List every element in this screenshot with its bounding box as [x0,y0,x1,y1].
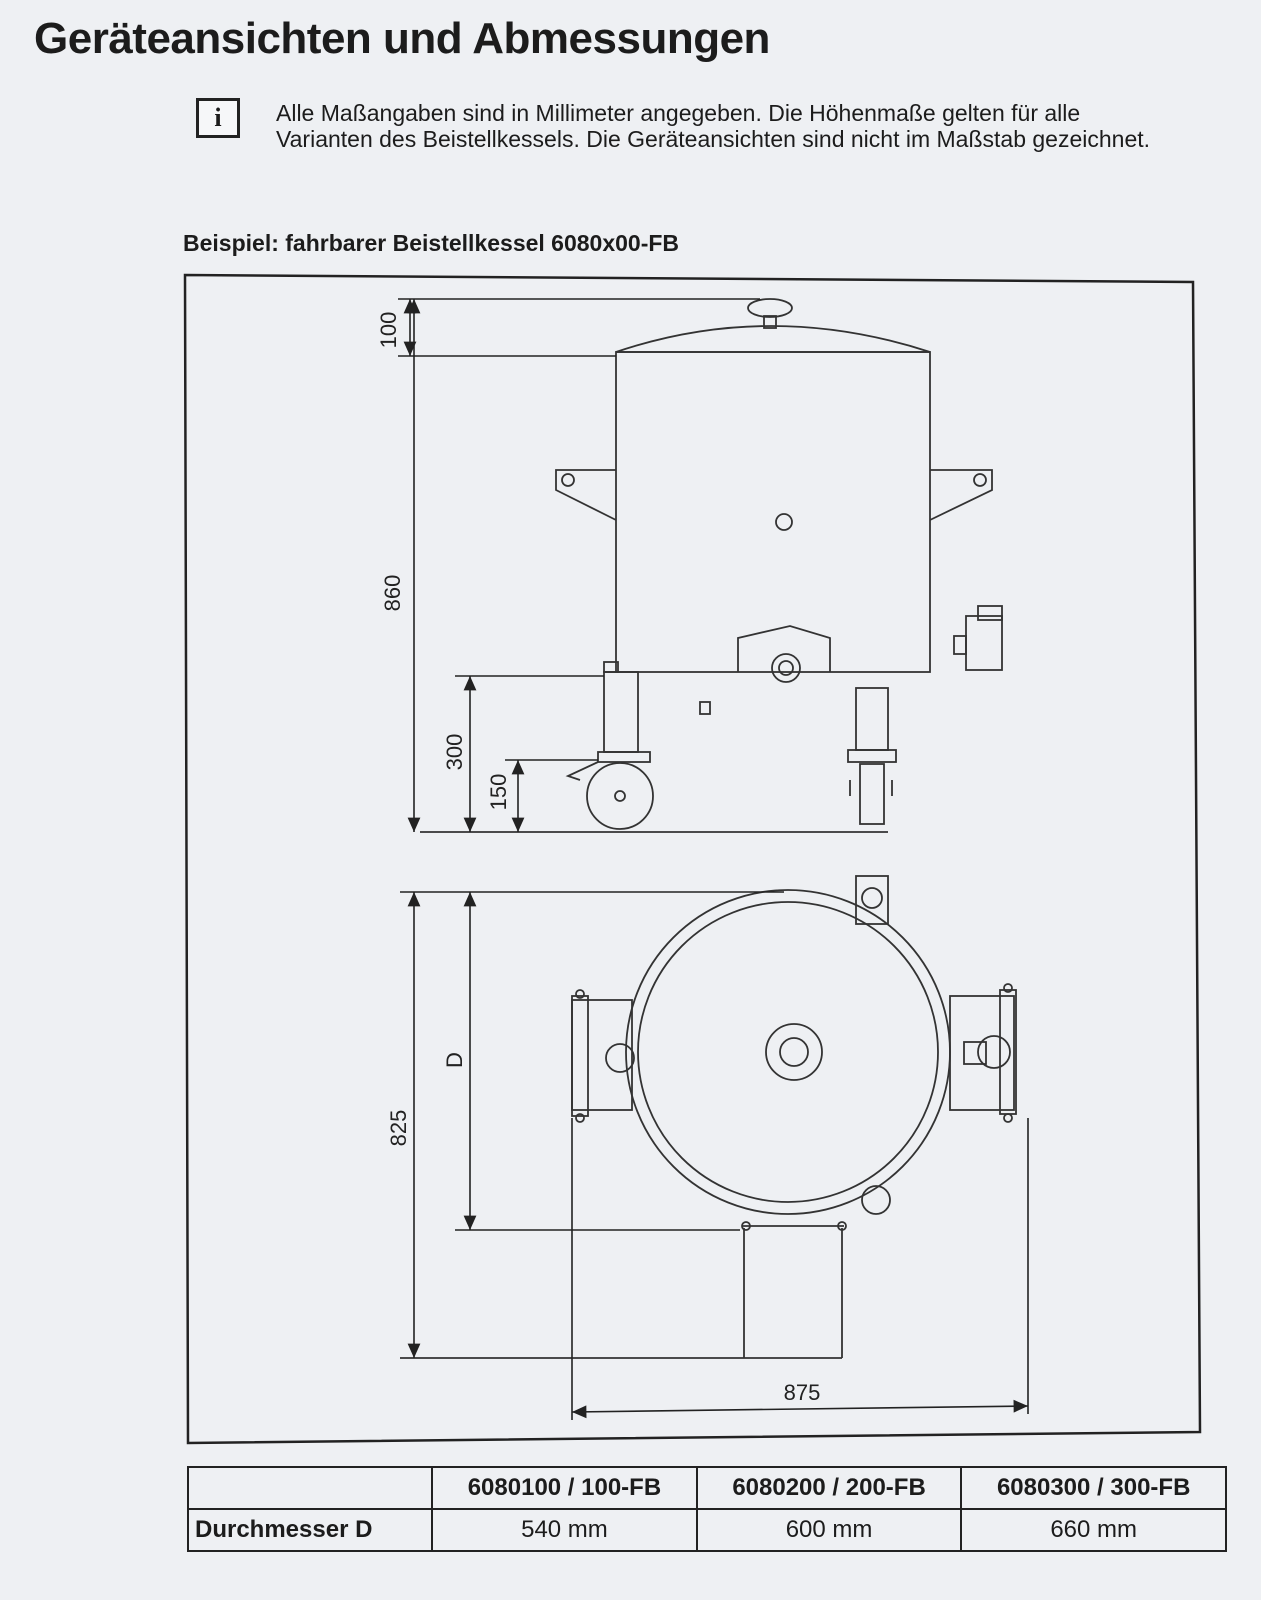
side-view [420,298,1003,833]
table-cell: 600 mm [695,1508,963,1552]
table-cell: 660 mm [960,1508,1227,1552]
dim-label-300: 300 [442,734,467,771]
dim-label-D: D [442,1052,467,1068]
top-view [400,875,1017,1359]
table-header-row: 6080100 / 100-FB 6080200 / 200-FB 608030… [186,1466,1227,1510]
drawing-border [183,273,1202,1445]
table-header-cell: 6080300 / 300-FB [960,1466,1227,1510]
info-note: Alle Maßangaben sind in Millimeter angeg… [276,100,1151,152]
dim-label-875: 875 [784,1380,821,1405]
page-title: Geräteansichten und Abmessungen [34,14,770,63]
dim-label-825: 825 [386,1110,411,1147]
table-header-cell: 6080100 / 100-FB [431,1466,698,1510]
dim-label-150: 150 [486,774,511,811]
table-header-cell: 6080200 / 200-FB [695,1466,963,1510]
table-corner-cell [186,1466,434,1510]
table-cell: 540 mm [431,1508,698,1552]
info-icon: i [196,98,240,138]
example-heading: Beispiel: fahrbarer Beistellkessel 6080x… [183,230,680,256]
dim-label-100: 100 [376,312,401,349]
technical-drawing: 100 860 300 150 D 825 875 [183,273,1202,1445]
dim-label-860: 860 [380,575,405,612]
diameter-table: 6080100 / 100-FB 6080200 / 200-FB 608030… [186,1466,1227,1552]
table-row-label: Durchmesser D [186,1508,434,1552]
table-row: Durchmesser D 540 mm 600 mm 660 mm [186,1508,1227,1552]
